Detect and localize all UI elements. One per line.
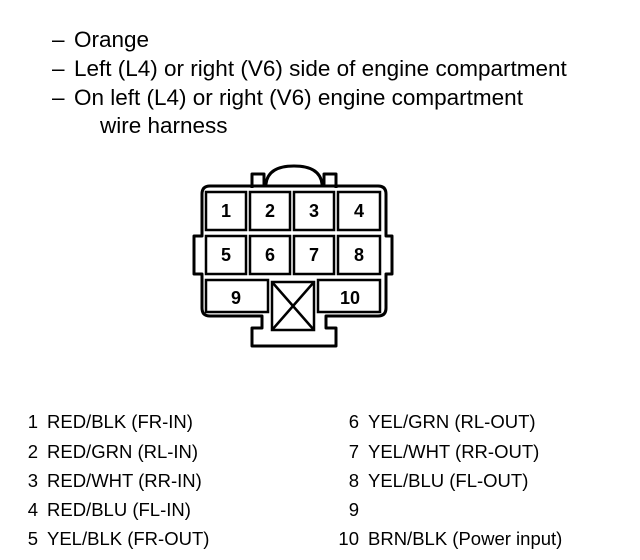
pin-number: 8 bbox=[348, 470, 359, 491]
cavity-1 bbox=[204, 190, 248, 232]
pin-number: 4 bbox=[27, 499, 38, 520]
pinout-row-4: 4 RED/BLU (FL-IN) bbox=[24, 498, 191, 522]
pin-number: 7 bbox=[348, 441, 359, 462]
pinout-row-2: 2 RED/GRN (RL-IN) bbox=[24, 440, 198, 464]
cavity-label-6: 6 bbox=[265, 245, 275, 265]
cavity-5 bbox=[204, 234, 248, 276]
description-text: On left (L4) or right (V6) engine compar… bbox=[74, 85, 523, 110]
pin-number: 1 bbox=[27, 411, 38, 432]
blocked-cavity bbox=[270, 280, 316, 332]
pinout-row-5: 5 YEL/BLK (FR-OUT) bbox=[24, 527, 210, 551]
blocked-cavity-cross bbox=[271, 281, 315, 331]
cavity-6 bbox=[248, 234, 292, 276]
pin-description: BRN/BLK (Power input) bbox=[368, 528, 563, 549]
cavity-label-3: 3 bbox=[309, 201, 319, 221]
description-text: Orange bbox=[74, 27, 150, 52]
pinout-row-9: 9 bbox=[335, 498, 368, 522]
cavity-label-1: 1 bbox=[221, 201, 231, 221]
description-line-harness: –On left (L4) or right (V6) engine compa… bbox=[52, 84, 523, 112]
cavity-9 bbox=[204, 278, 270, 314]
description-text: Left (L4) or right (V6) side of engine c… bbox=[74, 56, 567, 81]
pin-number: 9 bbox=[348, 499, 359, 520]
connector-housing bbox=[192, 184, 394, 348]
pinout-row-3: 3 RED/WHT (RR-IN) bbox=[24, 469, 202, 493]
description-line-color: –Orange bbox=[52, 26, 149, 54]
cavity-label-7: 7 bbox=[309, 245, 319, 265]
pin-description: YEL/WHT (RR-OUT) bbox=[368, 441, 540, 462]
pin-number: 3 bbox=[27, 470, 38, 491]
cavity-10 bbox=[316, 278, 382, 314]
pinout-row-6: 6 YEL/GRN (RL-OUT) bbox=[335, 410, 536, 434]
cavity-label-8: 8 bbox=[354, 245, 364, 265]
pin-description: RED/BLK (FR-IN) bbox=[47, 411, 193, 432]
cavity-label-5: 5 bbox=[221, 245, 231, 265]
cavity-label-10: 10 bbox=[340, 288, 360, 308]
description-text: wire harness bbox=[100, 113, 228, 138]
dash-bullet: – bbox=[52, 56, 65, 81]
cavity-label-4: 4 bbox=[354, 201, 364, 221]
pin-description: YEL/BLK (FR-OUT) bbox=[47, 528, 210, 549]
cavity-7 bbox=[292, 234, 336, 276]
cavity-label-2: 2 bbox=[265, 201, 275, 221]
locking-tab bbox=[250, 164, 338, 188]
pin-number: 5 bbox=[27, 528, 38, 549]
pin-number: 6 bbox=[348, 411, 359, 432]
pin-description: YEL/GRN (RL-OUT) bbox=[368, 411, 536, 432]
pinout-row-7: 7 YEL/WHT (RR-OUT) bbox=[335, 440, 540, 464]
cavity-8 bbox=[336, 234, 382, 276]
pinout-row-10: 10 BRN/BLK (Power input) bbox=[335, 527, 562, 551]
pinout-row-8: 8 YEL/BLU (FL-OUT) bbox=[335, 469, 529, 493]
pin-description: RED/WHT (RR-IN) bbox=[47, 470, 202, 491]
pin-description: RED/BLU (FL-IN) bbox=[47, 499, 191, 520]
pin-number: 10 bbox=[338, 528, 359, 549]
cavity-2 bbox=[248, 190, 292, 232]
cavity-4 bbox=[336, 190, 382, 232]
pin-description: RED/GRN (RL-IN) bbox=[47, 441, 199, 462]
cavity-label-9: 9 bbox=[231, 288, 241, 308]
pin-number: 2 bbox=[27, 441, 38, 462]
cavity-3 bbox=[292, 190, 336, 232]
pinout-row-1: 1 RED/BLK (FR-IN) bbox=[24, 410, 193, 434]
dash-bullet: – bbox=[52, 27, 65, 52]
description-line-location: –Left (L4) or right (V6) side of engine … bbox=[52, 55, 567, 83]
pin-description: YEL/BLU (FL-OUT) bbox=[368, 470, 529, 491]
dash-bullet: – bbox=[52, 85, 65, 110]
description-line-harness-continued: wire harness bbox=[100, 112, 228, 140]
